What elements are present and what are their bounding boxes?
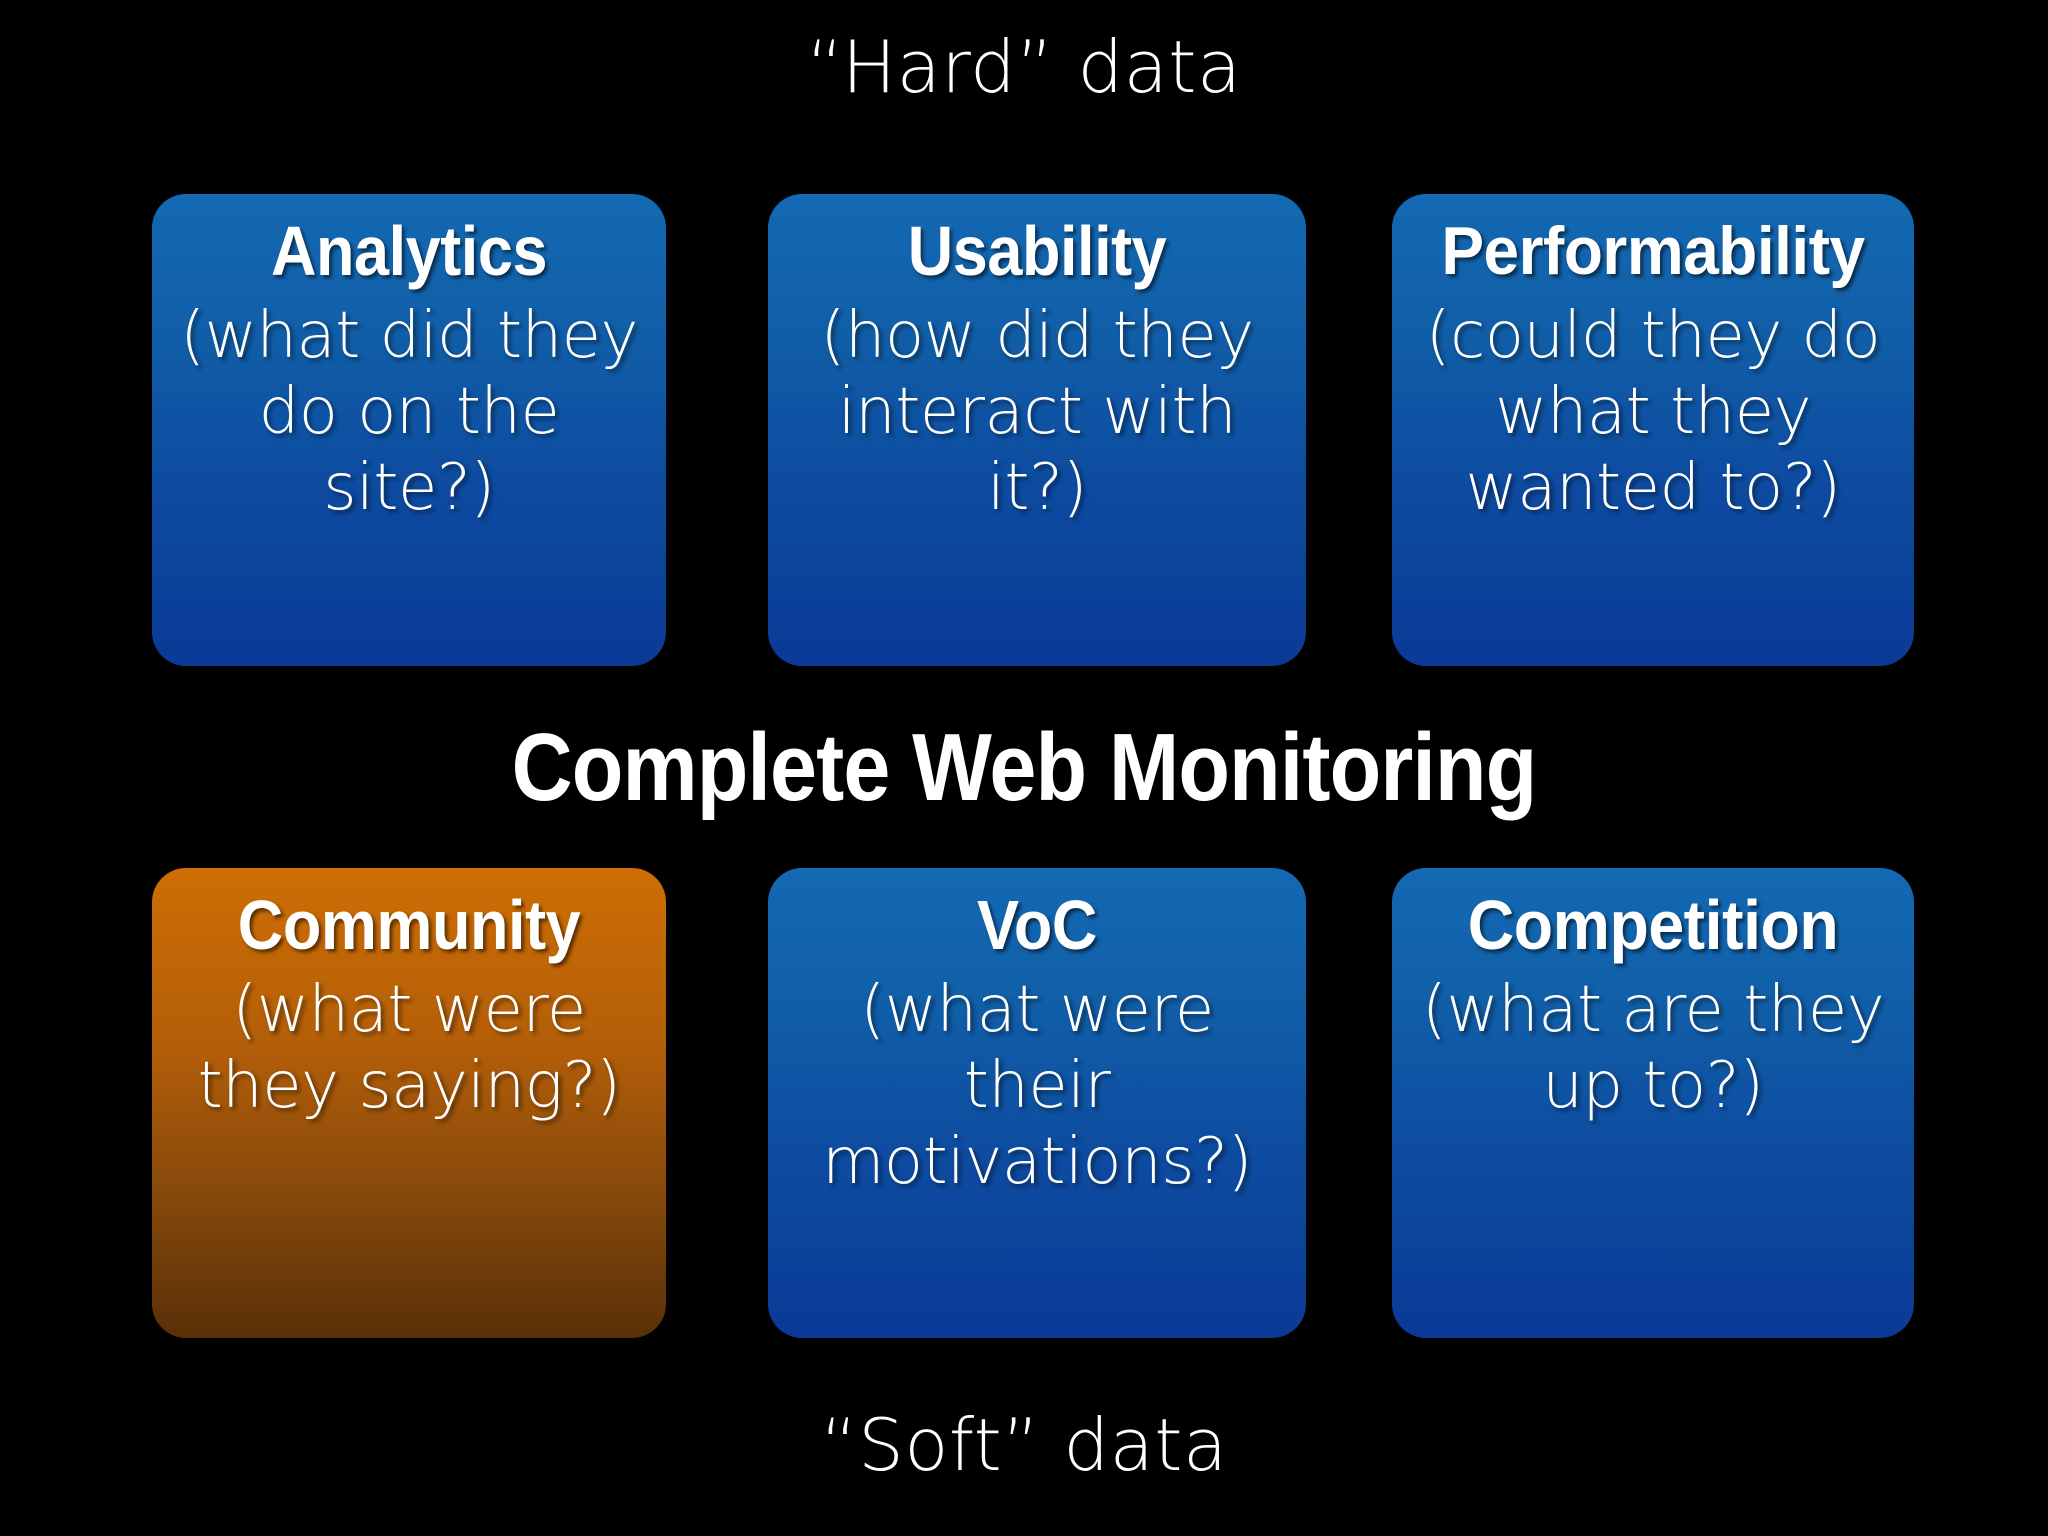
card-performability-title: Performability xyxy=(1441,213,1865,289)
card-voc-title: VoC xyxy=(977,886,1097,964)
hard-data-caption: “Hard” data xyxy=(806,25,1242,109)
card-usability-title: Usability xyxy=(907,212,1167,290)
card-usability-description: (how did they interact with it?) xyxy=(820,299,1254,525)
card-performability[interactable]: Performability (could they do what they … xyxy=(1392,194,1914,666)
card-usability[interactable]: Usability (how did they interact with it… xyxy=(768,194,1306,666)
card-analytics[interactable]: Analytics (what did they do on the site?… xyxy=(152,194,666,666)
soft-data-caption: “Soft” data xyxy=(820,1403,1228,1487)
card-community[interactable]: Community (what were they saying?) xyxy=(152,868,666,1338)
card-performability-description: (could they do what they wanted to?) xyxy=(1425,299,1881,525)
card-competition[interactable]: Competition (what are they up to?) xyxy=(1392,868,1914,1338)
card-analytics-title: Analytics xyxy=(270,212,548,290)
card-analytics-description: (what did they do on the site?) xyxy=(180,299,638,525)
card-competition-title: Competition xyxy=(1467,886,1839,964)
card-competition-description: (what are they up to?) xyxy=(1421,973,1885,1123)
card-voc-description: (what were their motivations?) xyxy=(822,973,1252,1199)
headline-complete-web-monitoring: Complete Web Monitoring xyxy=(511,714,1538,821)
card-community-title: Community xyxy=(237,886,581,964)
card-community-description: (what were they saying?) xyxy=(197,973,621,1123)
card-voc[interactable]: VoC (what were their motivations?) xyxy=(768,868,1306,1338)
